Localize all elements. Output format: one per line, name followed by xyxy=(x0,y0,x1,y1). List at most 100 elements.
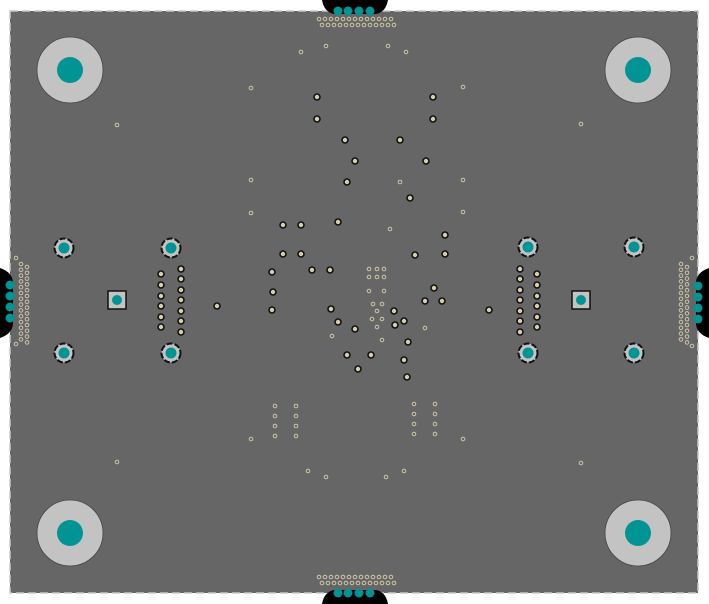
small-via-icon xyxy=(432,421,438,427)
via-icon xyxy=(367,351,375,359)
small-via-icon xyxy=(305,468,311,474)
small-via-icon xyxy=(24,340,30,345)
square-pad-drill xyxy=(112,295,122,305)
small-via-icon xyxy=(370,574,376,580)
small-via-icon xyxy=(13,255,19,261)
small-via-icon xyxy=(684,322,690,328)
mounting-hole-drill xyxy=(57,520,83,546)
via-icon xyxy=(533,292,541,300)
small-via-icon xyxy=(331,22,337,28)
small-via-icon xyxy=(18,296,24,302)
via-icon xyxy=(516,307,524,315)
small-via-icon xyxy=(388,574,394,580)
small-via-icon xyxy=(18,331,24,336)
small-via-icon xyxy=(460,84,466,90)
small-via-icon xyxy=(689,343,695,349)
via-icon xyxy=(516,296,524,304)
small-via-icon xyxy=(379,337,385,343)
small-via-icon xyxy=(18,319,24,325)
small-via-icon xyxy=(374,324,380,330)
small-via-icon xyxy=(352,574,358,580)
small-via-icon xyxy=(367,580,373,586)
small-via-icon xyxy=(334,574,340,580)
small-via-icon xyxy=(369,316,375,322)
small-via-icon xyxy=(373,580,379,586)
small-via-icon xyxy=(346,16,352,22)
small-via-icon xyxy=(325,22,331,28)
via-icon xyxy=(430,284,438,292)
via-icon xyxy=(334,318,342,326)
via-icon xyxy=(269,288,277,296)
via-icon xyxy=(177,328,185,336)
small-via-icon xyxy=(24,328,30,334)
small-via-icon xyxy=(364,16,370,22)
via-icon xyxy=(177,265,185,273)
connector-pad xyxy=(693,303,703,313)
small-via-icon xyxy=(293,433,299,439)
small-via-icon xyxy=(248,210,254,216)
small-via-icon xyxy=(328,574,334,580)
plated-hole-drill xyxy=(628,347,640,359)
small-via-icon xyxy=(391,22,397,28)
small-via-icon xyxy=(319,22,325,28)
small-via-icon xyxy=(18,325,24,331)
small-via-icon xyxy=(18,279,24,284)
via-icon xyxy=(279,221,287,229)
small-via-icon xyxy=(381,266,387,272)
connector-pad xyxy=(5,313,15,323)
small-via-icon xyxy=(411,401,417,407)
small-via-icon xyxy=(24,293,30,299)
small-via-icon xyxy=(684,282,690,287)
small-via-icon xyxy=(678,313,684,319)
small-via-icon xyxy=(684,340,690,345)
small-via-icon xyxy=(337,22,343,28)
small-via-icon xyxy=(422,325,428,331)
plated-hole-drill xyxy=(522,241,534,253)
small-via-icon xyxy=(18,284,24,290)
small-via-icon xyxy=(432,431,438,437)
small-via-icon xyxy=(325,580,331,586)
small-via-icon xyxy=(24,282,30,287)
small-via-icon xyxy=(323,43,329,49)
small-via-icon xyxy=(678,331,684,336)
small-via-icon xyxy=(374,274,380,280)
small-via-icon xyxy=(349,22,355,28)
small-via-icon xyxy=(18,302,24,307)
small-via-icon xyxy=(18,337,24,342)
small-via-icon xyxy=(684,328,690,334)
small-via-icon xyxy=(24,299,30,305)
small-via-icon xyxy=(361,22,367,28)
via-icon xyxy=(390,307,398,315)
via-icon xyxy=(533,323,541,331)
small-via-icon xyxy=(401,468,407,474)
small-via-icon xyxy=(24,334,30,339)
small-via-icon xyxy=(248,85,254,91)
mounting-hole-drill xyxy=(625,57,651,83)
small-via-icon xyxy=(460,177,466,183)
small-via-icon xyxy=(349,580,355,586)
via-icon xyxy=(533,281,541,289)
via-icon xyxy=(354,365,362,373)
small-via-icon xyxy=(367,22,373,28)
via-icon xyxy=(438,297,446,305)
via-icon xyxy=(157,302,165,310)
small-via-icon xyxy=(334,16,340,22)
small-via-icon xyxy=(397,179,403,185)
small-via-icon xyxy=(689,255,695,261)
small-via-icon xyxy=(678,284,684,290)
small-via-icon xyxy=(366,288,372,294)
via-icon xyxy=(313,93,321,101)
small-via-icon xyxy=(411,411,417,417)
via-icon xyxy=(177,286,185,294)
connector-pad xyxy=(693,292,703,302)
connector-pad xyxy=(365,6,375,16)
small-via-icon xyxy=(24,322,30,328)
connector-pad xyxy=(354,6,364,16)
small-via-icon xyxy=(379,316,385,322)
via-icon xyxy=(297,250,305,258)
small-via-icon xyxy=(366,266,372,272)
small-via-icon xyxy=(411,421,417,427)
via-icon xyxy=(441,231,449,239)
connector-pad xyxy=(343,6,353,16)
